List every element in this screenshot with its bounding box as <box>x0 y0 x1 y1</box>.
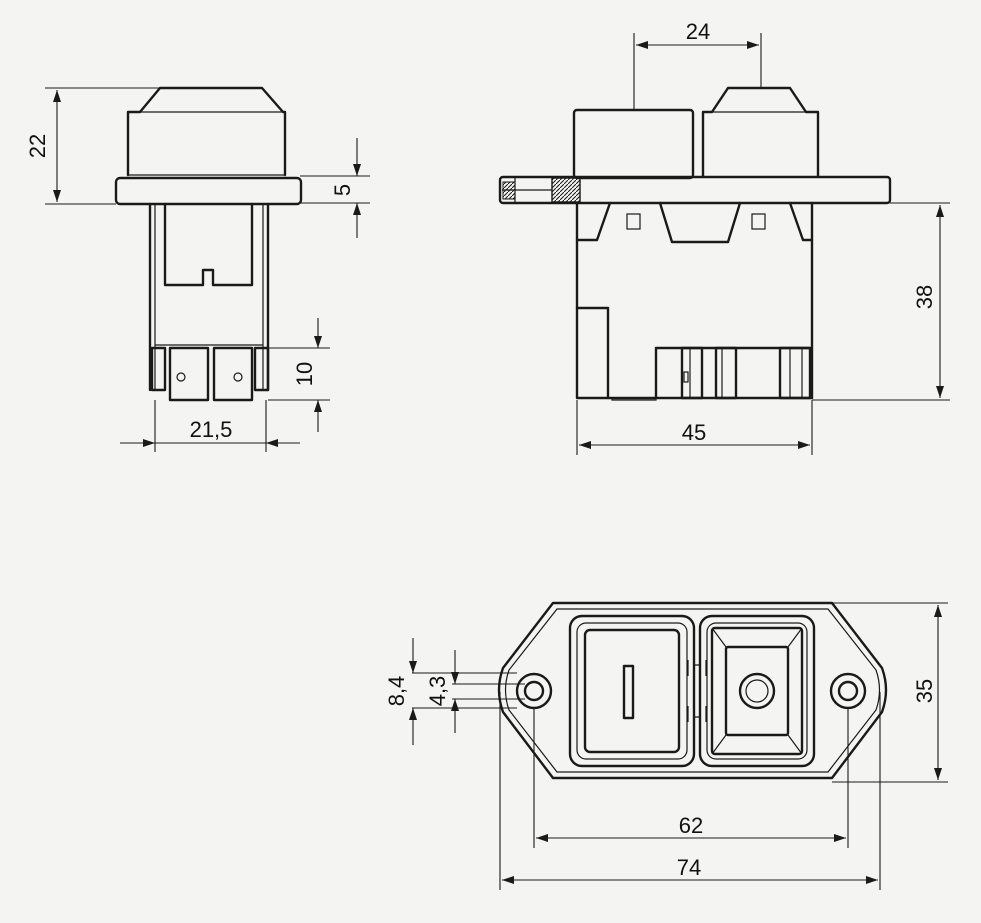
top-view: 8,4 4,3 35 62 74 <box>384 601 948 890</box>
dim-side-height: 22 <box>25 134 50 158</box>
front-view: 24 38 45 <box>498 19 950 455</box>
dim-flange-thickness: 5 <box>330 184 355 196</box>
dim-hole-inner: 4,3 <box>425 676 450 707</box>
dim-body-height: 38 <box>912 285 937 309</box>
dim-body-width: 45 <box>682 420 706 445</box>
dim-plate-width: 74 <box>677 855 701 880</box>
dim-hole-spacing: 62 <box>679 813 703 838</box>
dim-hole-outer: 8,4 <box>384 676 409 707</box>
dim-terminal-length: 10 <box>292 362 317 386</box>
side-view: 22 5 10 21,5 <box>25 86 370 452</box>
dim-side-width: 21,5 <box>190 417 233 442</box>
dim-button-width: 24 <box>686 19 710 44</box>
dim-plate-height: 35 <box>912 679 937 703</box>
